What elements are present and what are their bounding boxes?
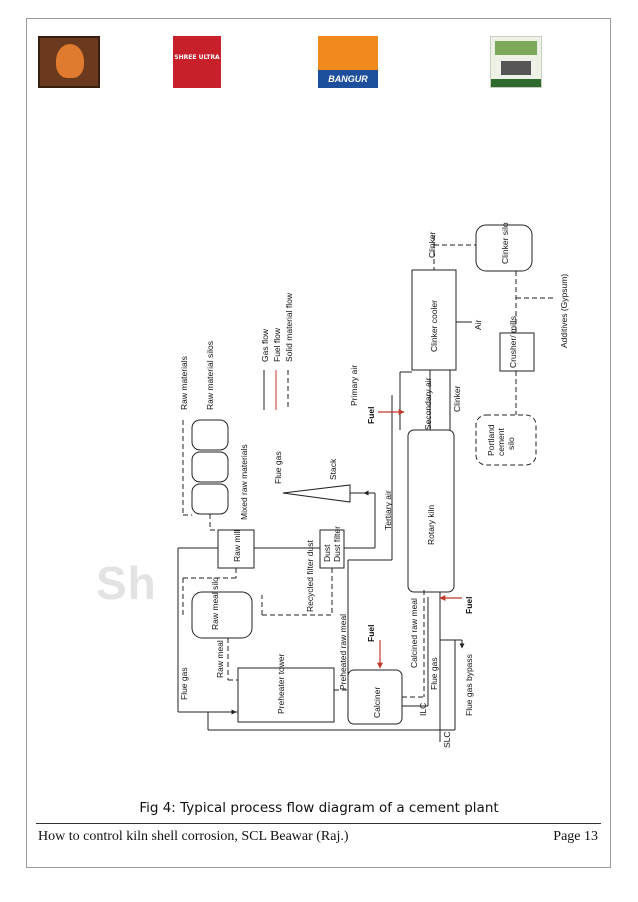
raw-silo-2 <box>191 451 229 483</box>
label-mixed-raw-materials: Mixed raw materials <box>239 444 249 520</box>
label-raw-meal: Raw meal <box>215 640 225 678</box>
label-flue-gas-top: Flue gas <box>273 451 283 484</box>
page-number: Page 13 <box>553 829 598 844</box>
legend-fuel-flow: Fuel flow <box>272 327 282 362</box>
label-portland-3: silo <box>506 437 516 450</box>
label-primary-air: Primary air <box>349 365 359 406</box>
label-raw-mill: Raw mill <box>232 530 242 562</box>
label-recycled-filter-dust: Recycled filter dust <box>305 540 315 612</box>
label-preheater-tower: Preheater tower <box>276 653 286 714</box>
label-rotary-kiln: Rotary kiln <box>426 505 436 545</box>
label-crusher-mills: Crusher/ mills <box>508 316 518 368</box>
footer-rule <box>36 823 601 824</box>
label-flue-gas-kiln: Flue gas <box>429 657 439 690</box>
stack-shape <box>282 484 351 503</box>
label-preheated-raw-meal: Preheated raw meal <box>338 614 348 690</box>
label-ilc: ILC <box>418 703 428 716</box>
portland-silo-box <box>475 414 537 466</box>
label-portland-1: Portland <box>486 424 496 456</box>
raw-meal-silo-box <box>191 591 253 639</box>
temple-deity-logo <box>38 36 100 88</box>
label-clinker-top: Clinker <box>427 231 437 258</box>
watermark: Sh <box>96 557 157 609</box>
label-clinker-cooler: Clinker cooler <box>429 300 439 352</box>
page-border <box>26 18 611 868</box>
green-building-logo <box>490 36 542 88</box>
label-portland-2: cement <box>496 427 506 456</box>
bangur-cement-logo: BANGUR <box>318 36 378 88</box>
label-slc: SLC <box>442 731 452 748</box>
label-flue-gas-bypass: Flue gas bypass <box>464 654 474 716</box>
label-air: Air <box>473 319 483 330</box>
label-additives: Additives (Gypsum) <box>559 274 569 348</box>
shree-ultra-logo: SHREE ULTRA <box>173 36 221 88</box>
label-dust-filter-1: Dust <box>322 544 332 562</box>
footer-title: How to control kiln shell corrosion, SCL… <box>38 829 349 844</box>
raw-silo-1 <box>191 419 229 451</box>
crusher-mills-box <box>499 332 535 372</box>
label-clinker-silo: Clinker silo <box>500 222 510 264</box>
label-clinker-mid: Clinker <box>452 385 462 412</box>
label-tertiary-air: Tertiary air <box>383 490 393 530</box>
label-fuel-primary: Fuel <box>366 407 376 424</box>
label-raw-meal-silo: Raw meal silo <box>210 577 220 630</box>
legend-solid-material-flow: Solid material flow <box>284 292 294 362</box>
label-flue-gas-left: Flue gas <box>179 667 189 700</box>
label-raw-materials: Raw materials <box>179 356 189 410</box>
legend-gas-flow: Gas flow <box>260 328 270 362</box>
raw-silo-3 <box>191 483 229 515</box>
figure-caption: Fig 4: Typical process flow diagram of a… <box>139 800 499 816</box>
label-stack: Stack <box>328 458 338 480</box>
label-fuel-kiln: Fuel <box>464 597 474 614</box>
preheater-tower-box <box>237 667 335 723</box>
label-dust-filter: Dust filter <box>332 526 342 562</box>
clinker-silo-box <box>475 224 533 272</box>
label-raw-material-silos: Raw material silos <box>205 341 215 410</box>
label-fuel-calciner: Fuel <box>366 625 376 642</box>
rotary-kiln-box <box>407 429 455 593</box>
label-calciner: Calciner <box>372 687 382 718</box>
label-calcined-raw-meal: Calcined raw meal <box>409 598 419 668</box>
label-secondary-air: Secondary air <box>423 377 433 430</box>
